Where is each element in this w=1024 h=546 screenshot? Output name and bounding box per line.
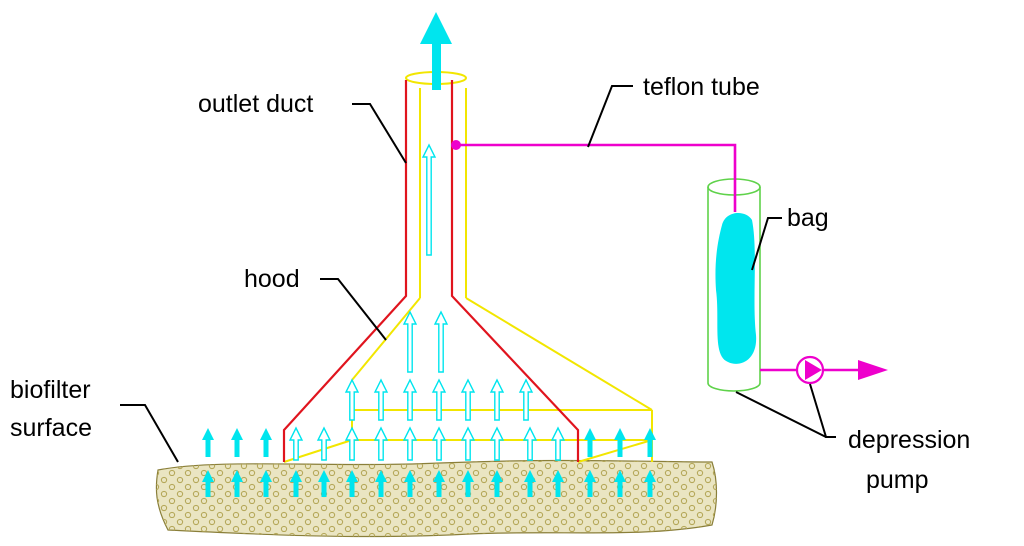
flow-arrows <box>202 143 656 497</box>
label-biofilter: biofilter <box>10 376 91 404</box>
label-outlet-duct: outlet duct <box>198 90 313 118</box>
flow-arrow-icon <box>433 310 449 373</box>
flow-arrow-icon <box>431 426 447 461</box>
tube-connection-point <box>451 140 461 150</box>
flow-arrow-icon <box>404 470 416 497</box>
flow-arrow-icon <box>644 428 656 457</box>
label-pump: pump <box>866 466 929 494</box>
flow-arrow-icon <box>552 470 564 497</box>
flow-arrow-icon <box>402 378 418 421</box>
flow-arrow-icon <box>584 470 596 497</box>
flow-arrow-icon <box>460 426 476 461</box>
flow-arrow-icon <box>316 426 332 461</box>
flow-arrow-icon <box>260 470 272 497</box>
flow-arrow-icon <box>518 378 534 421</box>
label-teflon-tube: teflon tube <box>643 73 760 101</box>
flow-arrow-icon <box>373 426 389 461</box>
flow-arrow-icon <box>462 470 474 497</box>
flow-arrow-icon <box>524 470 536 497</box>
flow-arrow-icon <box>550 426 566 461</box>
flow-arrow-icon <box>375 470 387 497</box>
flow-arrow-icon <box>584 428 596 457</box>
outlet-arrow-icon <box>420 12 452 90</box>
pump-icon <box>795 355 825 385</box>
flow-arrow-icon <box>522 426 538 461</box>
flow-arrow-icon <box>402 310 418 373</box>
flow-arrow-icon <box>318 470 330 497</box>
teflon-tube <box>456 143 737 212</box>
flow-arrow-icon <box>491 470 503 497</box>
flow-arrow-icon <box>489 378 505 421</box>
hood-front-outline <box>282 80 580 462</box>
label-bag: bag <box>787 204 829 232</box>
flow-arrow-icon <box>231 428 243 457</box>
flow-arrow-icon <box>614 470 626 497</box>
flow-arrow-icon <box>231 470 243 497</box>
flow-arrow-icon <box>421 143 437 256</box>
flow-arrow-icon <box>202 428 214 457</box>
label-depression: depression <box>848 426 970 454</box>
flow-arrow-icon <box>260 428 272 457</box>
flow-arrow-icon <box>460 378 476 421</box>
label-hood: hood <box>244 265 300 293</box>
flow-arrow-icon <box>489 426 505 461</box>
flow-arrow-icon <box>433 470 445 497</box>
label-surface: surface <box>10 414 92 442</box>
flow-arrow-icon <box>344 378 360 421</box>
flow-arrow-icon <box>290 470 302 497</box>
flow-arrow-icon <box>346 470 358 497</box>
flow-arrow-icon <box>373 378 389 421</box>
biofilter-soil <box>155 459 718 538</box>
sampling-bag <box>715 213 757 364</box>
flow-arrow-icon <box>644 470 656 497</box>
flow-arrow-icon <box>202 470 214 497</box>
flow-arrow-icon <box>344 426 360 461</box>
leader-lines <box>120 85 836 463</box>
flow-arrow-icon <box>402 426 418 461</box>
flow-arrow-icon <box>431 378 447 421</box>
flow-arrow-icon <box>614 428 626 457</box>
sampling-cylinder <box>707 178 761 392</box>
flow-arrow-icon <box>288 426 304 461</box>
